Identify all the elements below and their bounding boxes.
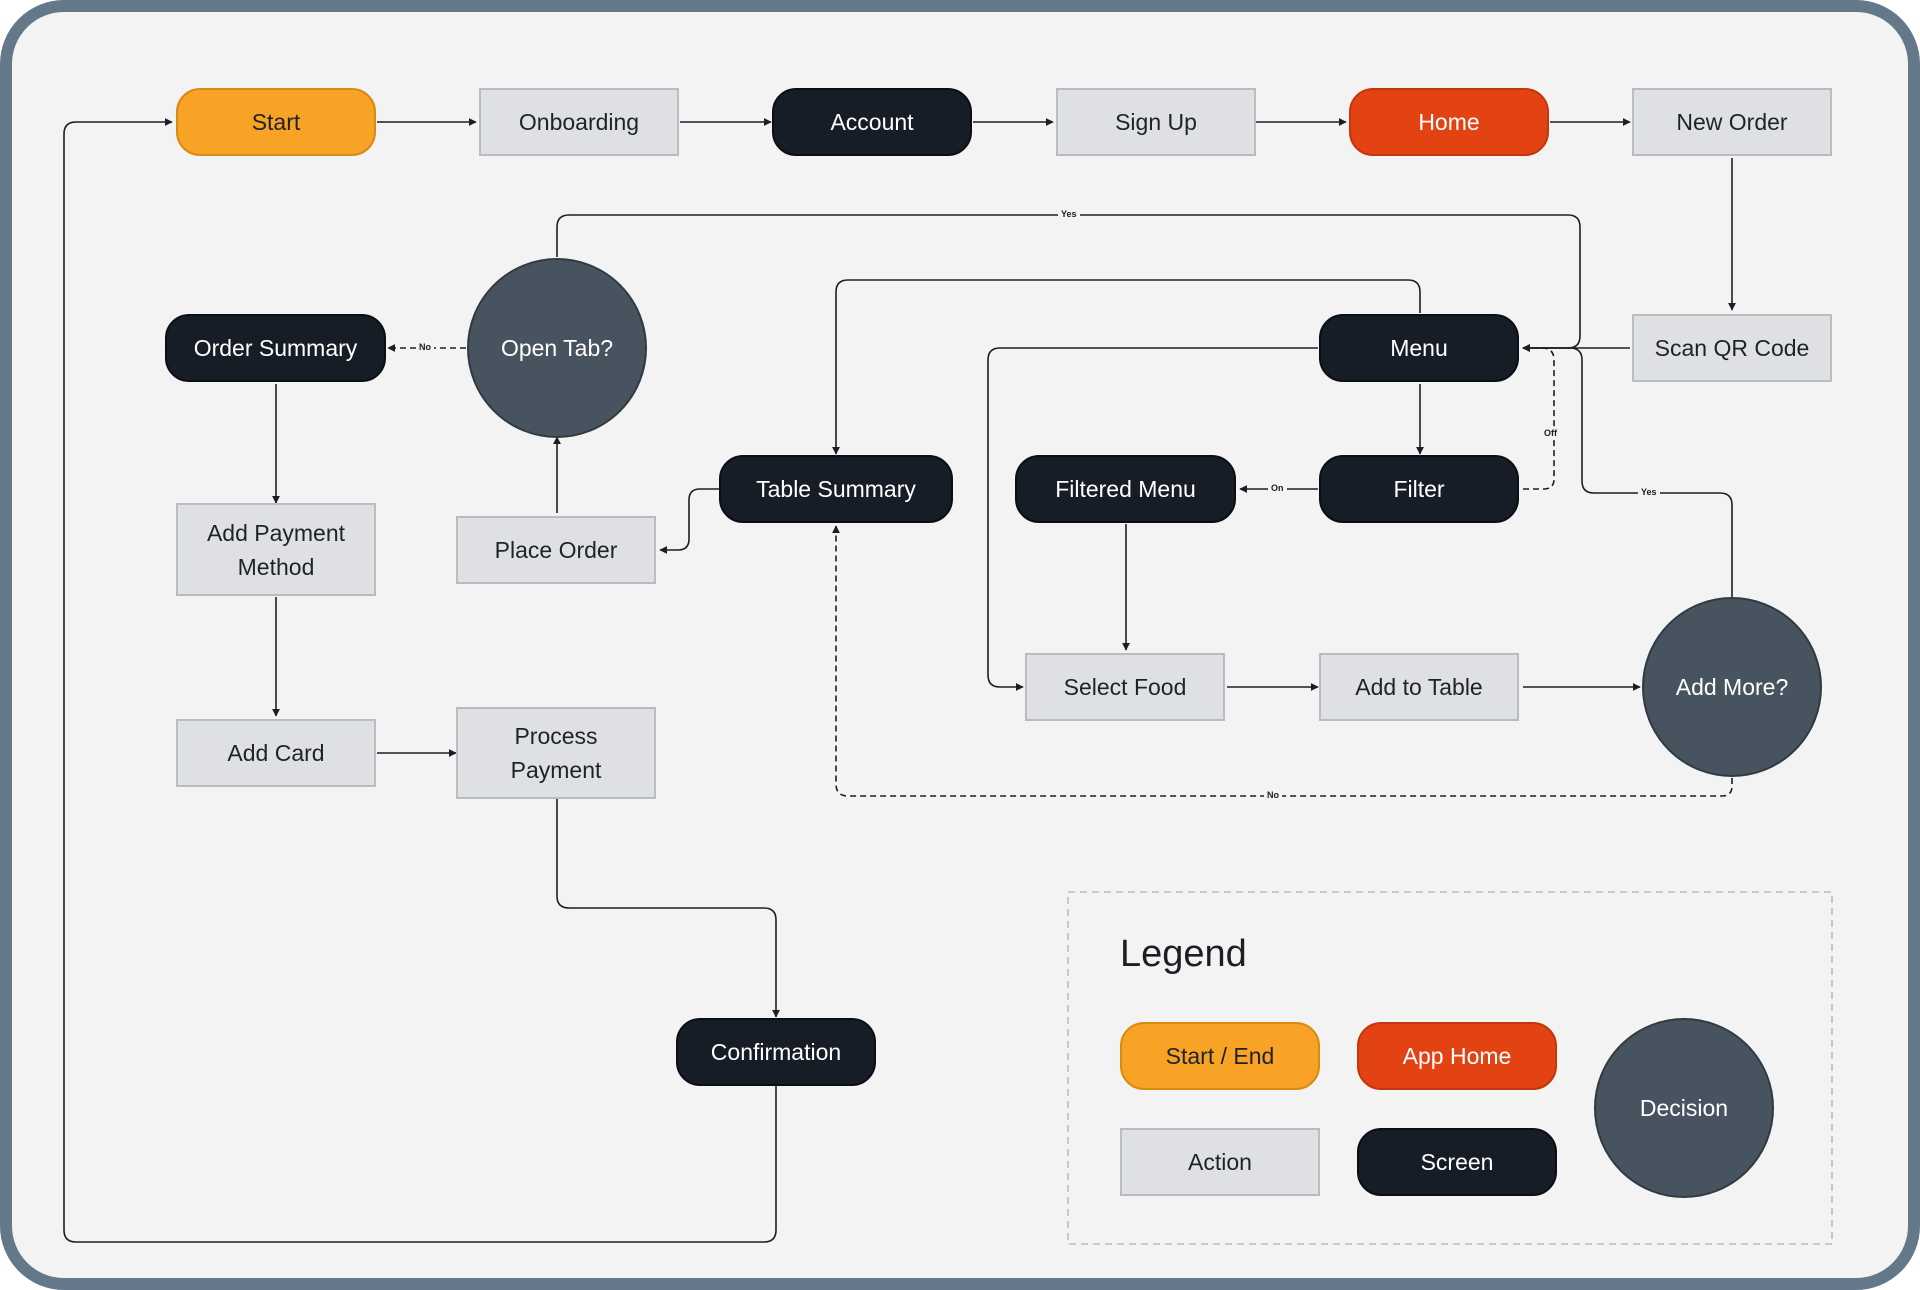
legend-app-home: App Home bbox=[1357, 1022, 1557, 1090]
edge-label-add-more-no: No bbox=[1264, 790, 1282, 801]
edge-processpayment-confirmation bbox=[556, 798, 780, 1018]
node-start: Start bbox=[176, 88, 376, 156]
edge-menu-tablesummary bbox=[832, 279, 1421, 455]
edge-filter-off-menu bbox=[1522, 344, 1555, 490]
legend-box bbox=[1067, 891, 1833, 1245]
legend-title: Legend bbox=[1120, 933, 1247, 975]
edge-label-add-more-yes: Yes bbox=[1638, 487, 1660, 498]
node-order-summary: Order Summary bbox=[165, 314, 386, 382]
legend-decision: Decision bbox=[1594, 1018, 1774, 1198]
legend-screen: Screen bbox=[1357, 1128, 1557, 1196]
legend-action: Action bbox=[1120, 1128, 1320, 1196]
edge-opentab-yes-menu bbox=[556, 214, 1581, 352]
legend-start-end: Start / End bbox=[1120, 1022, 1320, 1090]
node-home: Home bbox=[1349, 88, 1549, 156]
node-add-card: Add Card bbox=[176, 719, 376, 787]
edge-label-open-tab-no: No bbox=[416, 342, 434, 353]
edge-addmore-no-tablesummary bbox=[832, 525, 1733, 797]
edge-label-filter-on: On bbox=[1268, 483, 1287, 494]
node-onboarding: Onboarding bbox=[479, 88, 679, 156]
node-add-more-decision: Add More? bbox=[1642, 597, 1822, 777]
node-scan-qr-code: Scan QR Code bbox=[1632, 314, 1832, 382]
edge-menu-selectfood bbox=[987, 347, 1318, 691]
node-filter: Filter bbox=[1319, 455, 1519, 523]
node-add-to-table: Add to Table bbox=[1319, 653, 1519, 721]
node-new-order: New Order bbox=[1632, 88, 1832, 156]
node-menu: Menu bbox=[1319, 314, 1519, 382]
edge-confirmation-start bbox=[63, 118, 777, 1243]
edge-label-filter-off: Off bbox=[1541, 428, 1560, 439]
node-table-summary: Table Summary bbox=[719, 455, 953, 523]
edge-tablesummary-placeorder bbox=[659, 488, 720, 554]
node-add-payment-method: Add Payment Method bbox=[176, 503, 376, 596]
node-filtered-menu: Filtered Menu bbox=[1015, 455, 1236, 523]
node-place-order: Place Order bbox=[456, 516, 656, 584]
edge-addmore-yes-menu bbox=[1522, 344, 1733, 597]
node-confirmation: Confirmation bbox=[676, 1018, 876, 1086]
node-select-food: Select Food bbox=[1025, 653, 1225, 721]
node-account: Account bbox=[772, 88, 972, 156]
node-process-payment: Process Payment bbox=[456, 707, 656, 799]
node-open-tab-decision: Open Tab? bbox=[467, 258, 647, 438]
node-sign-up: Sign Up bbox=[1056, 88, 1256, 156]
edge-label-open-tab-yes: Yes bbox=[1058, 209, 1080, 220]
